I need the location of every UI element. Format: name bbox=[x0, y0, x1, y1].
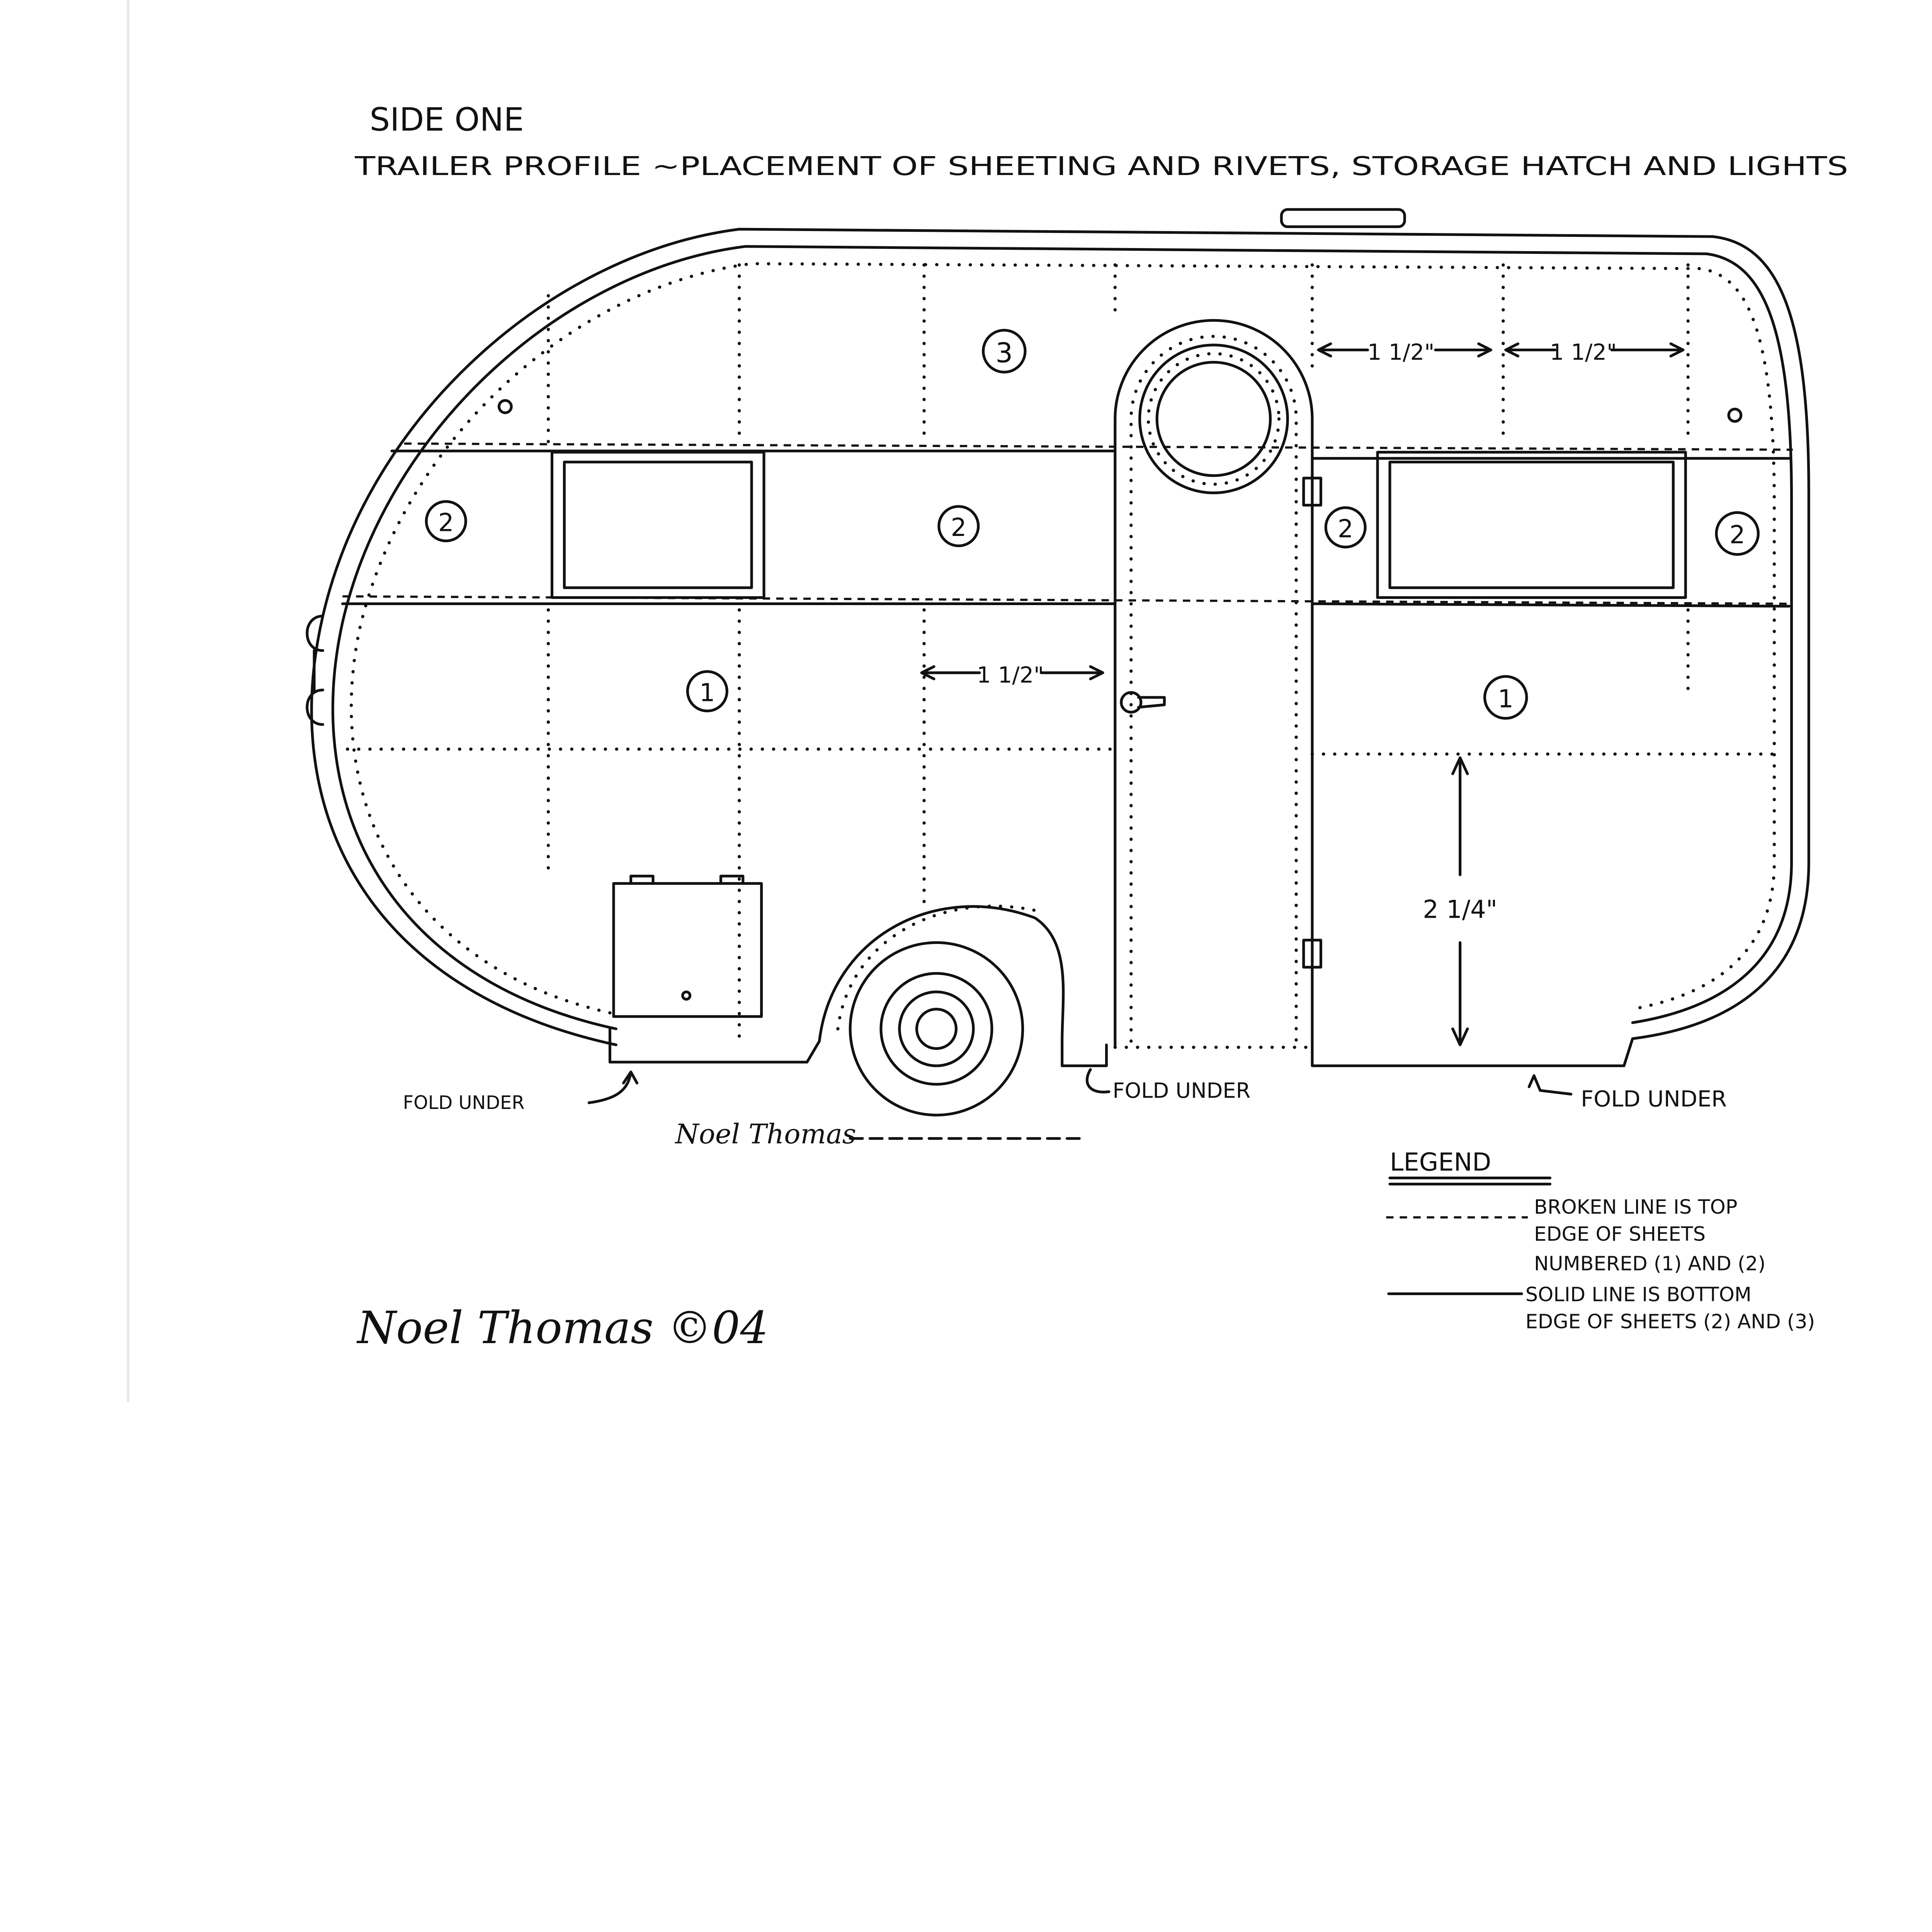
roof-vent bbox=[1280, 208, 1406, 228]
sheet-label-2: 2 bbox=[951, 514, 967, 542]
door-handle bbox=[1120, 691, 1166, 714]
legend-solid-text-1: SOLID LINE IS BOTTOM bbox=[1526, 1283, 1752, 1306]
door bbox=[1114, 319, 1314, 1049]
sheet-label-2: 2 bbox=[1338, 515, 1354, 543]
artist-signature: Noel Thomas ©04 bbox=[356, 1302, 769, 1354]
legend-title: LEGEND bbox=[1390, 1148, 1491, 1177]
wheel bbox=[849, 941, 1024, 1117]
sheet-label-1: 1 bbox=[699, 679, 715, 707]
porthole-window bbox=[1138, 344, 1289, 495]
dimension-mid: 1 1/2" bbox=[977, 662, 1044, 688]
rear-window bbox=[1376, 451, 1687, 599]
legend-broken-text-2: EDGE OF SHEETS bbox=[1534, 1223, 1706, 1246]
fold-under-middle: FOLD UNDER bbox=[1112, 1078, 1250, 1103]
dimension-top-a: 1 1/2" bbox=[1367, 339, 1434, 365]
sheet-label-3: 3 bbox=[996, 337, 1013, 369]
fold-labels: FOLD UNDER FOLD UNDER FOLD UNDER bbox=[403, 1068, 1727, 1114]
legend-solid-text-2: EDGE OF SHEETS (2) AND (3) bbox=[1526, 1310, 1815, 1333]
dimension-height: 2 1/4" bbox=[1423, 896, 1497, 924]
front-window bbox=[551, 451, 765, 599]
sheet-label-2: 2 bbox=[438, 509, 454, 537]
door-hinge-bottom bbox=[1302, 939, 1322, 969]
sheet-label-2: 2 bbox=[1730, 521, 1745, 549]
tail-lights bbox=[306, 614, 324, 726]
legend-broken-text-3: NUMBERED (1) AND (2) bbox=[1534, 1253, 1765, 1276]
door-hinge-top bbox=[1302, 476, 1322, 507]
page-title: SIDE ONE bbox=[370, 101, 524, 138]
fold-under-front: FOLD UNDER bbox=[403, 1092, 525, 1114]
trailer-body bbox=[306, 208, 1810, 1117]
fender bbox=[818, 905, 1065, 1043]
sheet-labels: 3 2 2 2 2 1 1 bbox=[425, 329, 1760, 720]
dimension-top-b: 1 1/2" bbox=[1550, 339, 1617, 365]
dimensions: 1 1/2" 1 1/2" 1 1/2" 2 1/4" bbox=[920, 339, 1685, 1046]
trailer-diagram: SIDE ONE TRAILER PROFILE ~PLACEMENT OF S… bbox=[127, 0, 1849, 1402]
legend: LEGEND BROKEN LINE IS TOP EDGE OF SHEETS… bbox=[1386, 1148, 1815, 1333]
storage-hatch bbox=[612, 882, 763, 1018]
marker-light-front bbox=[497, 399, 513, 414]
marker-light-rear bbox=[1727, 408, 1743, 423]
fold-under-rear: FOLD UNDER bbox=[1581, 1086, 1727, 1112]
page-subtitle: TRAILER PROFILE ~PLACEMENT OF SHEETING A… bbox=[354, 151, 1848, 181]
legend-broken-text-1: BROKEN LINE IS TOP bbox=[1534, 1196, 1737, 1219]
small-signature: Noel Thomas bbox=[674, 1118, 856, 1150]
sheet-label-1: 1 bbox=[1498, 685, 1514, 713]
